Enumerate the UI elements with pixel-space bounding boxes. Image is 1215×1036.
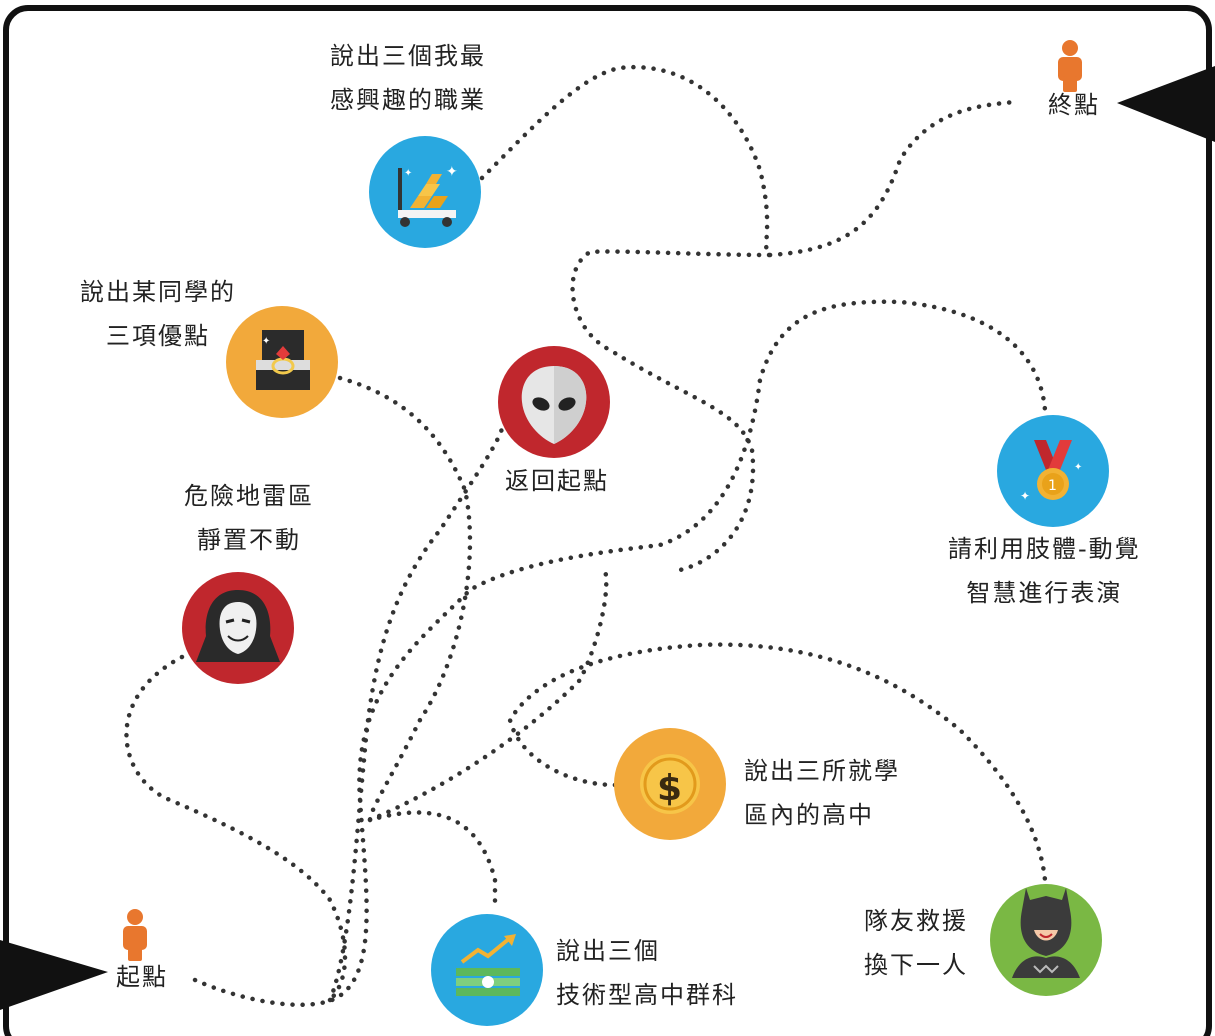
- svg-text:✦: ✦: [1020, 489, 1030, 503]
- board-frame: [3, 5, 1212, 1036]
- end-arrow: [1117, 66, 1215, 142]
- trail-d: [367, 567, 609, 823]
- tech-station-icon: [431, 914, 543, 1026]
- perform-station-icon: 1 ✦ ✦: [997, 415, 1109, 527]
- rescue-station-icon: [990, 884, 1102, 996]
- schools-label: 說出三所就學區內的高中: [744, 757, 900, 829]
- end-label: 終點: [1048, 91, 1100, 119]
- perform-label: 請利用肢體-動覺智慧進行表演: [948, 535, 1141, 607]
- start-label: 起點: [116, 963, 168, 991]
- start-pawn-icon: [123, 909, 147, 961]
- trail-a: [327, 422, 506, 1003]
- end-pawn-icon: [1058, 40, 1082, 92]
- classmate-station-icon: ✦: [226, 306, 338, 418]
- trail-b: [124, 654, 348, 1003]
- classmate-label: 說出某同學的三項優點: [80, 278, 236, 350]
- return-station-icon: [498, 346, 610, 458]
- trail-start: [192, 299, 1048, 1007]
- schools-station-icon: $: [614, 728, 726, 840]
- minefield-label: 危險地雷區靜置不動: [184, 482, 314, 554]
- return-label: 返回起點: [505, 467, 609, 495]
- career-label: 說出三個我最感興趣的職業: [330, 42, 486, 114]
- rescue-label: 隊友救援換下一人: [864, 907, 968, 979]
- career-station-icon: ✦ ✦: [369, 136, 481, 248]
- trail-e: [507, 642, 1048, 883]
- start-arrow: [0, 940, 108, 1010]
- svg-text:1: 1: [1048, 478, 1057, 494]
- svg-text:✦: ✦: [446, 164, 458, 180]
- svg-text:✦: ✦: [404, 168, 412, 179]
- trail-g: [767, 99, 1018, 258]
- minefield-station-icon: [182, 572, 294, 684]
- svg-text:✦: ✦: [1074, 462, 1082, 473]
- svg-text:✦: ✦: [262, 336, 270, 347]
- tech-label: 說出三個技術型高中群科: [556, 937, 738, 1009]
- trail-c: [337, 375, 498, 913]
- dotted-trails: [124, 64, 1048, 1007]
- svg-text:$: $: [657, 768, 682, 809]
